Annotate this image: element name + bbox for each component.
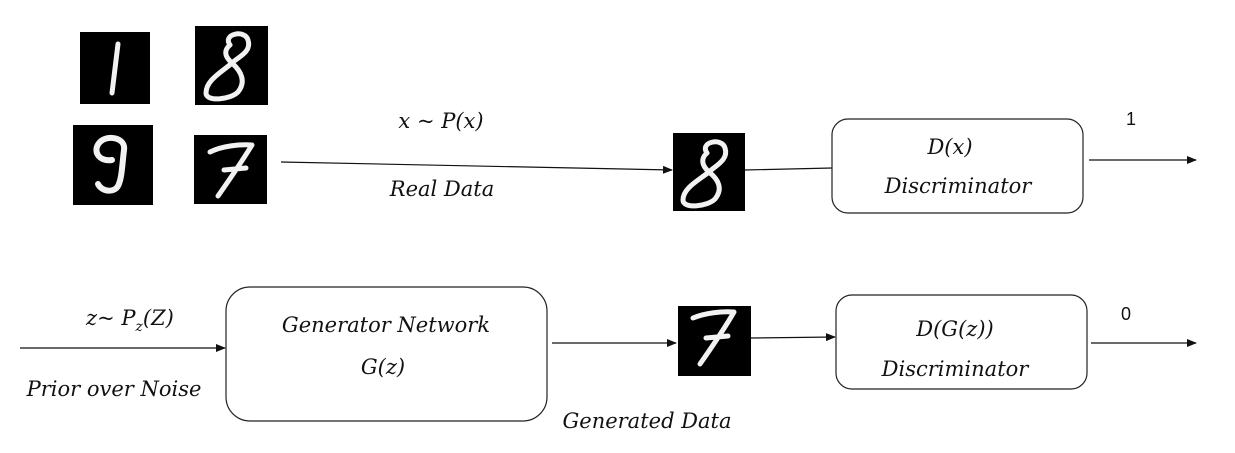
fake-output-value: 0 — [1121, 304, 1131, 324]
real-output-value: 1 — [1126, 109, 1136, 129]
generator-box: Generator Network G(z) — [225, 286, 548, 422]
digit-sample-9 — [73, 125, 153, 205]
discriminator-real-function: D(x) — [926, 135, 972, 159]
generator-name: Generator Network — [282, 313, 490, 337]
discriminator-real-box: D(x) Discriminator — [831, 118, 1084, 214]
discriminator-fake-box: D(G(z)) Discriminator — [835, 294, 1088, 390]
real-sample-grid — [73, 26, 268, 205]
discriminator-fake-name: Discriminator — [881, 357, 1031, 381]
digit-sample-1 — [80, 32, 150, 104]
generated-digit — [678, 306, 751, 376]
generator-function: G(z) — [361, 355, 405, 379]
real-to-discriminator-line — [744, 167, 833, 171]
selected-real-digit — [673, 133, 745, 211]
generated-to-discriminator-line — [750, 333, 836, 342]
real-data-label: Real Data — [389, 177, 494, 201]
noise-distribution-label: z~ Pz(Z) — [85, 306, 174, 335]
discriminator-real-name: Discriminator — [884, 174, 1034, 198]
real-distribution-label: x ~ P(x) — [398, 109, 483, 133]
generated-data-label: Generated Data — [562, 409, 731, 433]
noise-prior-label: Prior over Noise — [26, 377, 202, 401]
real-data-line — [280, 161, 673, 174]
discriminator-fake-function: D(G(z)) — [915, 317, 993, 341]
digit-sample-8 — [195, 26, 268, 105]
digit-sample-7 — [194, 135, 267, 204]
